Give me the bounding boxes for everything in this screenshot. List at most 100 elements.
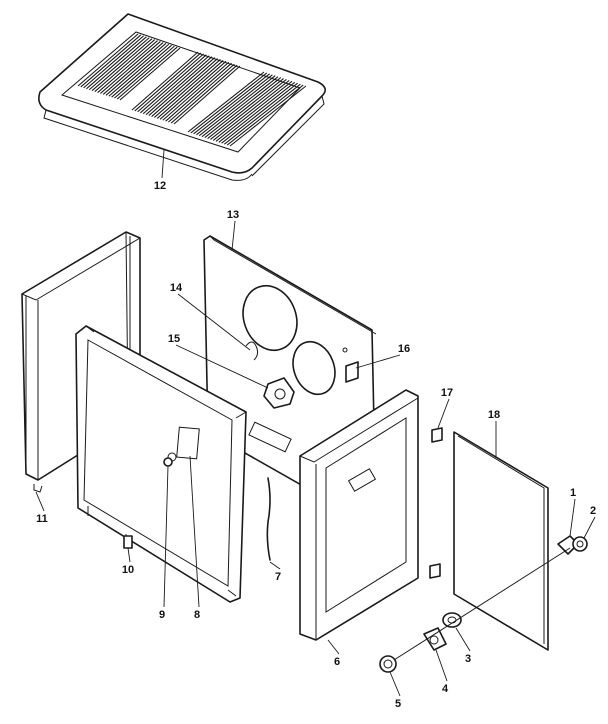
grille-slat <box>212 79 290 141</box>
grille-slat <box>156 59 224 119</box>
callout-label-5: 5 <box>395 698 401 710</box>
grille-slat <box>210 79 287 140</box>
callout-label-4: 4 <box>442 683 449 695</box>
grille-slat <box>105 42 167 96</box>
callout-leader-14 <box>177 293 251 351</box>
wire-part <box>266 477 271 561</box>
grille-slat <box>94 39 156 93</box>
callout-label-2: 2 <box>590 505 596 517</box>
grille-slat <box>86 36 147 90</box>
grille-slat <box>204 77 282 139</box>
callout-leader-10 <box>127 547 131 563</box>
grille-slat <box>224 83 301 145</box>
thermostat-bracket <box>423 627 447 651</box>
grille-slat <box>170 64 238 124</box>
grille-slat <box>215 80 293 142</box>
thermostat-knob <box>442 612 462 628</box>
grille-slat <box>100 41 161 94</box>
callout-leader-8 <box>189 455 200 608</box>
callout-label-15: 15 <box>168 333 180 345</box>
callout-leader-17 <box>437 398 450 429</box>
grille-slat <box>221 82 298 144</box>
grille-slat <box>134 52 202 112</box>
callout-label-17: 17 <box>441 387 453 399</box>
grille-slat <box>140 54 207 114</box>
knob-assembly-1-2 <box>557 535 588 555</box>
grille-slat <box>168 63 235 123</box>
top-grille <box>38 13 326 181</box>
grille-slat <box>131 51 199 111</box>
grille-slat <box>108 43 170 97</box>
callout-label-9: 9 <box>159 609 165 621</box>
grille-slat <box>159 60 227 120</box>
callout-label-16: 16 <box>398 343 410 355</box>
grille-slat <box>148 57 216 117</box>
callout-leader-6 <box>327 639 340 655</box>
grille-slat <box>193 73 270 135</box>
light-9 <box>163 457 173 467</box>
grille-slat <box>151 58 218 117</box>
clip-part-17 <box>429 427 443 579</box>
grille-slat <box>102 41 164 95</box>
grille-slat <box>77 33 139 87</box>
knob-5 <box>379 655 397 673</box>
callout-leader-3 <box>455 627 471 652</box>
grille-slat <box>173 65 241 125</box>
grille-slat <box>83 35 144 89</box>
callout-label-18: 18 <box>488 409 500 421</box>
foot-10 <box>123 535 133 549</box>
front-frame-center <box>75 325 247 603</box>
grille-vents <box>77 33 307 147</box>
callout-label-14: 14 <box>170 282 183 294</box>
grille-slat <box>88 37 150 91</box>
callout-label-7: 7 <box>275 571 281 583</box>
callout-leader-1 <box>569 498 576 537</box>
grille-slat <box>119 47 181 101</box>
grille-slat <box>165 62 232 122</box>
grille-slat <box>196 74 273 136</box>
callout-leader-2 <box>583 516 596 539</box>
callout-leader-9 <box>163 465 169 608</box>
grille-slat <box>114 45 175 99</box>
grille-slat <box>229 85 307 147</box>
grille-slat <box>187 71 265 133</box>
callout-label-3: 3 <box>465 653 471 665</box>
front-panel-right <box>453 431 549 651</box>
grille-slat <box>207 78 284 139</box>
callout-label-1: 1 <box>570 487 576 499</box>
callout-leader-12 <box>161 149 165 179</box>
grille-slat <box>145 56 213 116</box>
callout-leader-11 <box>35 491 45 512</box>
callout-leader-15 <box>175 344 269 389</box>
callout-label-10: 10 <box>122 564 134 576</box>
grille-slat <box>226 84 304 146</box>
grille-slat <box>80 34 142 88</box>
grille-slat <box>137 53 204 113</box>
bracket-part <box>263 377 295 409</box>
grille-slat <box>111 44 172 98</box>
callout-label-12: 12 <box>154 180 166 192</box>
grille-slat <box>162 61 230 121</box>
callout-leader-4 <box>435 649 448 682</box>
clip-part-16 <box>345 361 359 383</box>
callout-leader-7 <box>269 561 281 570</box>
grille-slat <box>116 46 178 100</box>
callout-label-11: 11 <box>36 513 48 525</box>
grille-slat <box>198 75 276 137</box>
grille-slat <box>91 38 153 92</box>
callout-label-8: 8 <box>194 609 200 621</box>
grille-slat <box>201 76 279 138</box>
grille-slat <box>218 81 296 143</box>
callout-leader-5 <box>389 671 401 697</box>
callout-label-13: 13 <box>227 209 239 221</box>
grille-slat <box>190 72 268 134</box>
grille-slat <box>97 40 158 93</box>
side-frame-right <box>248 389 419 641</box>
grille-slat <box>154 59 221 118</box>
grille-slat <box>142 55 210 115</box>
callout-leader-13 <box>231 220 236 251</box>
callout-leader-16 <box>355 354 401 369</box>
